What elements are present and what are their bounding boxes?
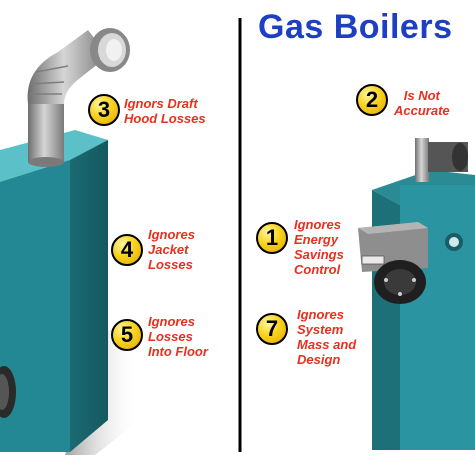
callout-label-7: Ignores System Mass and Design — [297, 307, 357, 367]
left-cabinet-side — [70, 140, 108, 452]
left-flue-vertical — [28, 104, 64, 162]
right-burner-bolt — [384, 278, 388, 282]
right-vent-hood-end — [452, 143, 468, 171]
right-boiler — [358, 138, 475, 450]
left-flue-opening-inner — [106, 39, 122, 61]
callout-badge-4: 4 — [111, 234, 143, 266]
right-burner-bolt — [398, 292, 402, 296]
callout-label-3: Ignors Draft Hood Losses — [124, 96, 206, 126]
callout-label-5: Ignores Losses Into Floor — [148, 314, 208, 359]
callout-label-1: Ignores Energy Savings Control — [294, 217, 344, 277]
left-flue-elbow — [27, 30, 108, 104]
callout-label-2: Is Not Accurate — [394, 88, 450, 118]
callout-badge-3: 3 — [88, 94, 120, 126]
page-title: Gas Boilers — [258, 8, 453, 46]
right-control-box-top — [358, 222, 428, 234]
callout-badge-7: 7 — [256, 313, 288, 345]
right-vent-pipe — [415, 138, 429, 182]
callout-badge-5: 5 — [111, 319, 143, 351]
callout-label-4: Ignores Jacket Losses — [148, 227, 195, 272]
right-control-display — [361, 255, 385, 265]
callout-badge-1: 1 — [256, 222, 288, 254]
right-sight-glass — [449, 237, 459, 247]
left-boiler — [0, 28, 140, 455]
left-cabinet-front-face — [0, 160, 70, 452]
right-burner-ring-inner — [384, 269, 416, 295]
callout-badge-2: 2 — [356, 84, 388, 116]
left-flue-base — [28, 157, 64, 167]
left-burner-port-inner — [0, 374, 9, 410]
left-flue-seams — [29, 65, 69, 95]
right-burner-bolt — [412, 278, 416, 282]
